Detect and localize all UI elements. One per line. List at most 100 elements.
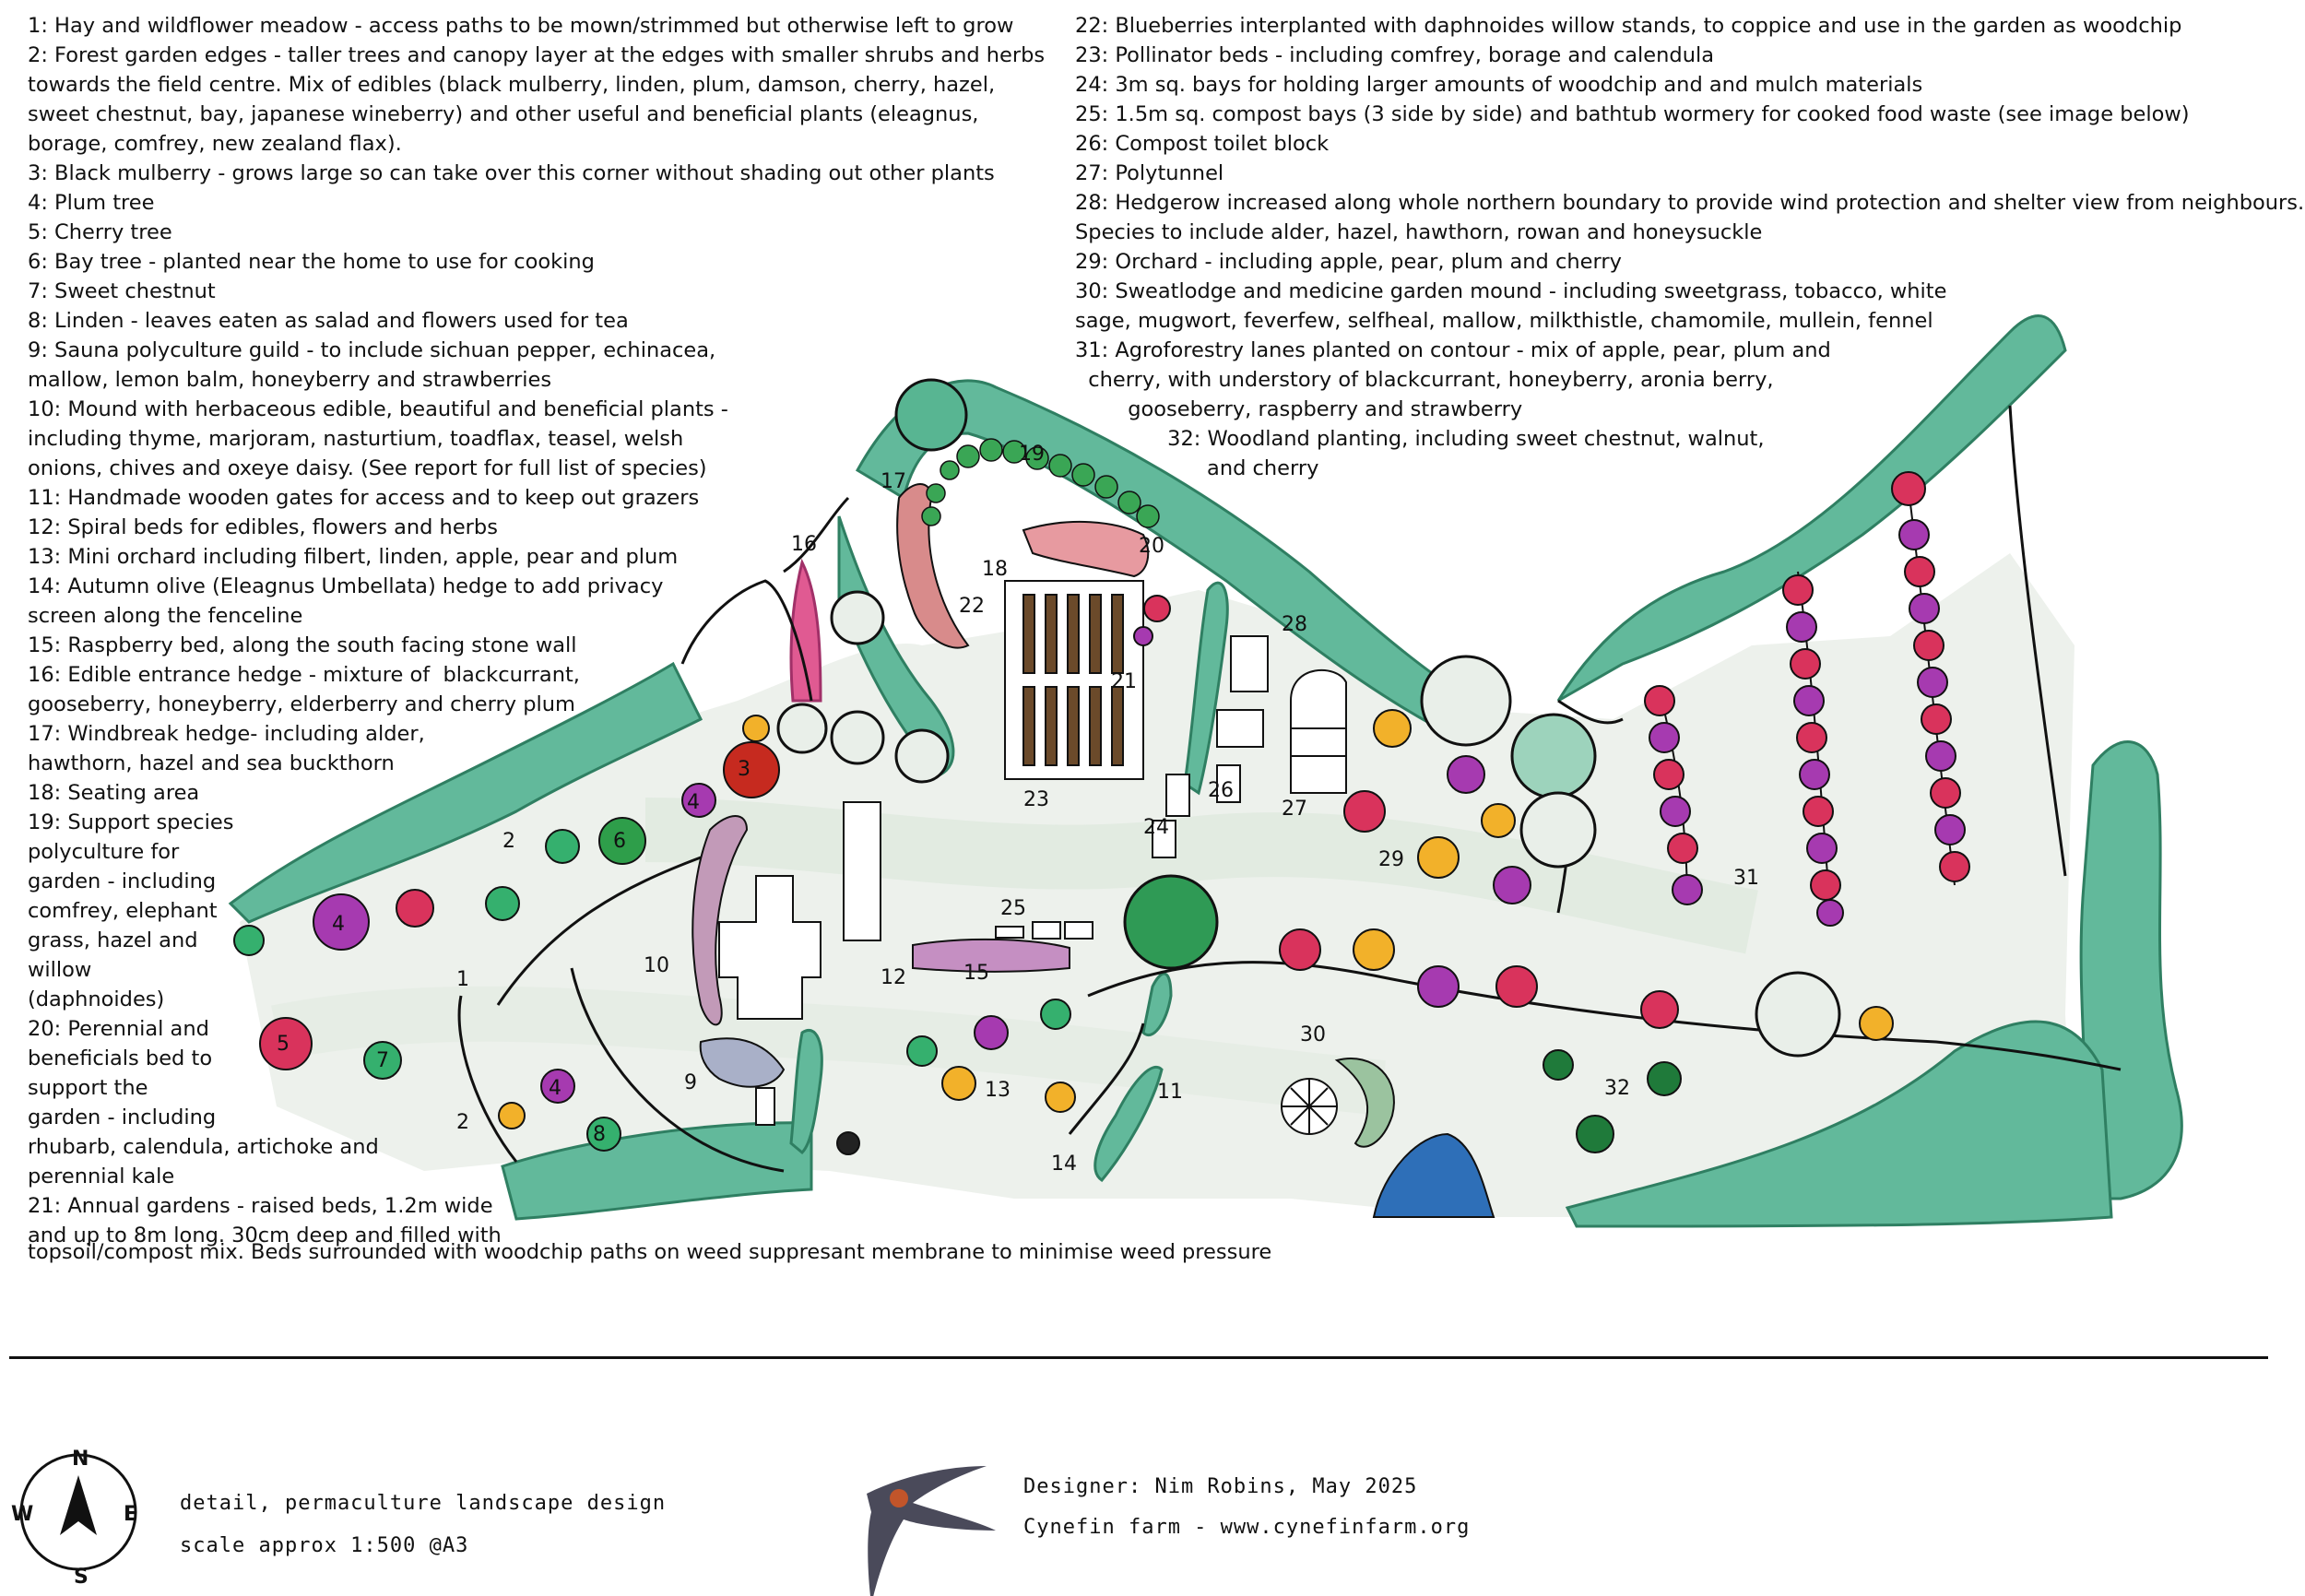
plan-label-23: 23	[1023, 788, 1049, 811]
legend-line: 26: Compost toilet block	[1075, 129, 2304, 159]
plan-label-11: 11	[1157, 1081, 1183, 1104]
compass-west: W	[11, 1503, 33, 1526]
legend-line: 16: Edible entrance hedge - mixture of b…	[28, 660, 1045, 690]
legend-line: support the	[28, 1073, 1045, 1103]
plan-label-19: 19	[1019, 443, 1045, 466]
legend-line: sage, mugwort, feverfew, selfheal, mallo…	[1075, 306, 2304, 336]
legend-line: 1: Hay and wildflower meadow - access pa…	[28, 11, 1045, 41]
plan-label-1: 1	[456, 968, 469, 991]
legend-line: 15: Raspberry bed, along the south facin…	[28, 631, 1045, 660]
plan-label-17: 17	[881, 470, 906, 493]
legend-bottom: topsoil/compost mix. Beds surrounded wit…	[28, 1237, 1271, 1267]
plan-label-14: 14	[1051, 1153, 1077, 1176]
plan-label-4: 4	[549, 1077, 561, 1100]
legend-line: 21: Annual gardens - raised beds, 1.2m w…	[28, 1191, 1045, 1221]
legend-line: perennial kale	[28, 1162, 1045, 1191]
legend-line: 8: Linden - leaves eaten as salad and fl…	[28, 306, 1045, 336]
legend-line: 12: Spiral beds for edibles, flowers and…	[28, 513, 1045, 542]
plan-label-32: 32	[1604, 1077, 1630, 1100]
plan-label-7: 7	[376, 1049, 389, 1072]
legend-line: cherry, with understory of blackcurrant,…	[1075, 365, 2304, 395]
legend-line: 3: Black mulberry - grows large so can t…	[28, 159, 1045, 188]
legend-line: gooseberry, raspberry and strawberry	[1075, 395, 2304, 424]
plan-label-28: 28	[1282, 613, 1307, 636]
legend-line: grass, hazel and	[28, 926, 1045, 955]
legend-line: 10: Mound with herbaceous edible, beauti…	[28, 395, 1045, 424]
legend-line: mallow, lemon balm, honeyberry and straw…	[28, 365, 1045, 395]
plan-label-27: 27	[1282, 798, 1307, 821]
legend-line: 24: 3m sq. bays for holding larger amoun…	[1075, 70, 2304, 100]
plan-label-10: 10	[644, 954, 669, 977]
plan-label-29: 29	[1378, 848, 1404, 871]
legend-line: 23: Pollinator beds - including comfrey,…	[1075, 41, 2304, 70]
legend-right: 22: Blueberries interplanted with daphno…	[1075, 11, 2304, 483]
legend-line: 2: Forest garden edges - taller trees an…	[28, 41, 1045, 70]
plan-label-18: 18	[982, 558, 1008, 581]
plan-label-24: 24	[1143, 816, 1169, 839]
swallow-illustration	[867, 1466, 996, 1596]
legend-line: 20: Perennial and	[28, 1014, 1045, 1044]
legend-line: 6: Bay tree - planted near the home to u…	[28, 247, 1045, 277]
legend-line: 17: Windbreak hedge- including alder,	[28, 719, 1045, 749]
legend-line: hawthorn, hazel and sea buckthorn	[28, 749, 1045, 778]
legend-line: 9: Sauna polyculture guild - to include …	[28, 336, 1045, 365]
plan-label-6: 6	[613, 830, 626, 853]
legend-line: 32: Woodland planting, including sweet c…	[1075, 424, 2304, 454]
plan-label-8: 8	[593, 1123, 606, 1146]
divider-rule	[9, 1356, 2268, 1359]
plan-label-2: 2	[456, 1111, 469, 1134]
plan-label-3: 3	[738, 758, 751, 781]
legend-line: 4: Plum tree	[28, 188, 1045, 218]
plan-label-12: 12	[881, 966, 906, 989]
legend-line: 19: Support species	[28, 808, 1045, 837]
plan-label-16: 16	[791, 533, 817, 556]
legend-line: 18: Seating area	[28, 778, 1045, 808]
legend-line: 31: Agroforestry lanes planted on contou…	[1075, 336, 2304, 365]
legend-line: rhubarb, calendula, artichoke and	[28, 1132, 1045, 1162]
compass-rose	[21, 1455, 136, 1569]
legend-line: polyculture for	[28, 837, 1045, 867]
plan-label-30: 30	[1300, 1023, 1326, 1046]
plan-label-20: 20	[1139, 535, 1164, 558]
compass-north: N	[72, 1448, 89, 1471]
plan-label-9: 9	[684, 1071, 697, 1094]
legend-line: 29: Orchard - including apple, pear, plu…	[1075, 247, 2304, 277]
plan-label-5: 5	[277, 1033, 290, 1056]
plan-label-26: 26	[1208, 779, 1234, 802]
legend-line: 14: Autumn olive (Eleagnus Umbellata) he…	[28, 572, 1045, 601]
legend-line: garden - including	[28, 1103, 1045, 1132]
legend-line: comfrey, elephant	[28, 896, 1045, 926]
compass-east: E	[124, 1503, 137, 1526]
legend-line: and cherry	[1075, 454, 2304, 483]
plan-label-4: 4	[687, 791, 700, 814]
footer-title: detail, permaculture landscape design	[180, 1492, 666, 1515]
plan-label-25: 25	[1000, 897, 1026, 920]
legend-line: borage, comfrey, new zealand flax).	[28, 129, 1045, 159]
plan-label-15: 15	[963, 962, 989, 985]
woodchip-bays	[1166, 774, 1189, 816]
legend-line: 22: Blueberries interplanted with daphno…	[1075, 11, 2304, 41]
legend-line: 30: Sweatlodge and medicine garden mound…	[1075, 277, 2304, 306]
legend-line: Species to include alder, hazel, hawthor…	[1075, 218, 2304, 247]
compass-south: S	[74, 1566, 89, 1589]
legend-line: garden - including	[28, 867, 1045, 896]
polytunnel	[1291, 670, 1346, 793]
legend-line: including thyme, marjoram, nasturtium, t…	[28, 424, 1045, 454]
plan-label-21: 21	[1111, 670, 1137, 693]
plan-label-2: 2	[502, 830, 515, 853]
plan-label-22: 22	[959, 595, 985, 618]
footer-scale: scale approx 1:500 @A3	[180, 1534, 468, 1557]
legend-line: towards the field centre. Mix of edibles…	[28, 70, 1045, 100]
legend-line: 25: 1.5m sq. compost bays (3 side by sid…	[1075, 100, 2304, 129]
plan-label-13: 13	[985, 1079, 1011, 1102]
legend-line: screen along the fenceline	[28, 601, 1045, 631]
legend-line: 7: Sweet chestnut	[28, 277, 1045, 306]
legend-line: beneficials bed to	[28, 1044, 1045, 1073]
legend-line: 13: Mini orchard including filbert, lind…	[28, 542, 1045, 572]
legend-line: sweet chestnut, bay, japanese wineberry)…	[28, 100, 1045, 129]
plan-label-4: 4	[332, 913, 345, 936]
footer-designer: Designer: Nim Robins, May 2025	[1023, 1475, 1417, 1498]
legend-line: 28: Hedgerow increased along whole north…	[1075, 188, 2304, 218]
footer-farm: Cynefin farm - www.cynefinfarm.org	[1023, 1516, 1470, 1539]
legend-line: 27: Polytunnel	[1075, 159, 2304, 188]
